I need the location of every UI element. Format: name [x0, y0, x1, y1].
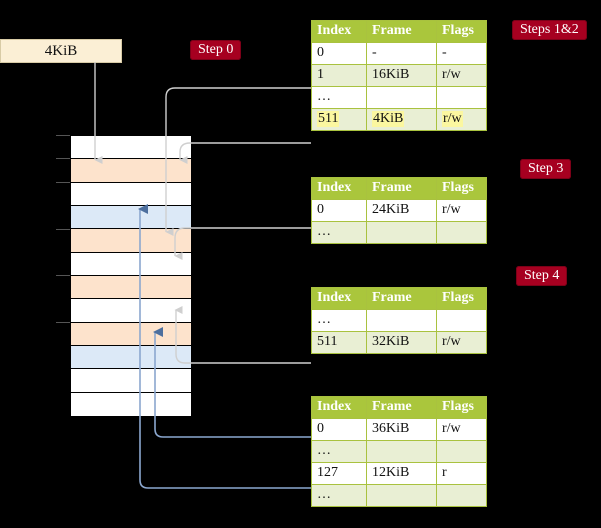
- cell-index: …: [311, 440, 367, 463]
- table-row[interactable]: 511 4KiB r/w: [311, 108, 487, 131]
- cell-frame: [366, 484, 437, 507]
- table-row[interactable]: 0--: [311, 42, 487, 65]
- table-row[interactable]: …: [311, 86, 487, 109]
- frame-tick: [56, 275, 70, 276]
- memory-frame-10: [71, 369, 191, 393]
- cell-index: …: [311, 86, 367, 109]
- cell-frame: -: [366, 42, 437, 65]
- memory-frame-5: [71, 252, 191, 276]
- memory-frame-7: [71, 299, 191, 323]
- cell-frame: 24KiB: [366, 199, 437, 222]
- cell-flags: r/w: [436, 418, 487, 441]
- cell-frame: [366, 440, 437, 463]
- column-header-frame: Frame: [366, 396, 437, 419]
- column-header-flags: Flags: [436, 20, 487, 43]
- cell-index: …: [311, 484, 367, 507]
- cell-frame: 32KiB: [366, 331, 437, 354]
- highlighted-value: 4KiB: [372, 111, 405, 127]
- cell-flags: r/w: [436, 331, 487, 354]
- cell-index: 511: [311, 108, 367, 131]
- memory-frame-11: [71, 392, 191, 416]
- cell-flags: [436, 221, 487, 244]
- cell-index: 0: [311, 42, 367, 65]
- cell-flags: r/w: [436, 108, 487, 131]
- memory-frame-3: [71, 206, 191, 230]
- cell-frame: [366, 86, 437, 109]
- column-header-index: Index: [311, 177, 367, 200]
- column-header-flags: Flags: [436, 396, 487, 419]
- cell-index: 1: [311, 64, 367, 87]
- virtual-page-box: 4KiB: [0, 39, 122, 63]
- cell-flags: r: [436, 462, 487, 485]
- column-header-frame: Frame: [366, 177, 437, 200]
- cell-flags: r/w: [436, 199, 487, 222]
- table-row[interactable]: …: [311, 221, 487, 244]
- memory-frame-9: [71, 346, 191, 370]
- badge-step-0: Step 0: [190, 40, 242, 60]
- column-header-flags: Flags: [436, 177, 487, 200]
- highlighted-value: r/w: [442, 111, 463, 127]
- cell-flags: [436, 309, 487, 332]
- cell-flags: [436, 440, 487, 463]
- cell-flags: r/w: [436, 64, 487, 87]
- cell-index: …: [311, 309, 367, 332]
- table-row[interactable]: …: [311, 484, 487, 507]
- memory-frame-2: [71, 182, 191, 206]
- wire-step4: [174, 306, 311, 364]
- cell-flags: -: [436, 42, 487, 65]
- memory-frame-6: [71, 276, 191, 300]
- memory-frame-8: [71, 322, 191, 346]
- virtual-page-label: 4KiB: [44, 43, 78, 59]
- cell-frame: 4KiB: [366, 108, 437, 131]
- cell-frame: 16KiB: [366, 64, 437, 87]
- column-header-index: Index: [311, 20, 367, 43]
- badge-step-3: Step 3: [520, 159, 572, 179]
- table-row[interactable]: …: [311, 440, 487, 463]
- cell-frame: 12KiB: [366, 462, 437, 485]
- cell-index: 511: [311, 331, 367, 354]
- frame-tick: [56, 135, 70, 136]
- cell-frame: [366, 309, 437, 332]
- cell-frame: [366, 221, 437, 244]
- table-row[interactable]: …: [311, 309, 487, 332]
- column-header-index: Index: [311, 396, 367, 419]
- wire-step3: [174, 227, 311, 260]
- cell-frame: 36KiB: [366, 418, 437, 441]
- badge-step-4: Step 4: [516, 266, 568, 286]
- cell-index: 0: [311, 418, 367, 441]
- column-header-frame: Frame: [366, 287, 437, 310]
- frame-tick: [56, 322, 70, 323]
- cell-flags: [436, 86, 487, 109]
- physical-memory-frames: [70, 135, 191, 416]
- column-header-index: Index: [311, 287, 367, 310]
- frame-tick: [56, 158, 70, 159]
- cell-index: 0: [311, 199, 367, 222]
- column-header-flags: Flags: [436, 287, 487, 310]
- memory-frame-1: [71, 159, 191, 183]
- cell-index: 127: [311, 462, 367, 485]
- wire-steps12-b: [179, 142, 311, 164]
- badge-steps-1-2: Steps 1&2: [512, 20, 587, 40]
- column-header-frame: Frame: [366, 20, 437, 43]
- memory-frame-4: [71, 229, 191, 253]
- cell-flags: [436, 484, 487, 507]
- cell-index: …: [311, 221, 367, 244]
- memory-frame-0: [71, 136, 191, 160]
- frame-tick: [56, 182, 70, 183]
- frame-tick: [56, 229, 70, 230]
- highlighted-value: 511: [317, 111, 340, 127]
